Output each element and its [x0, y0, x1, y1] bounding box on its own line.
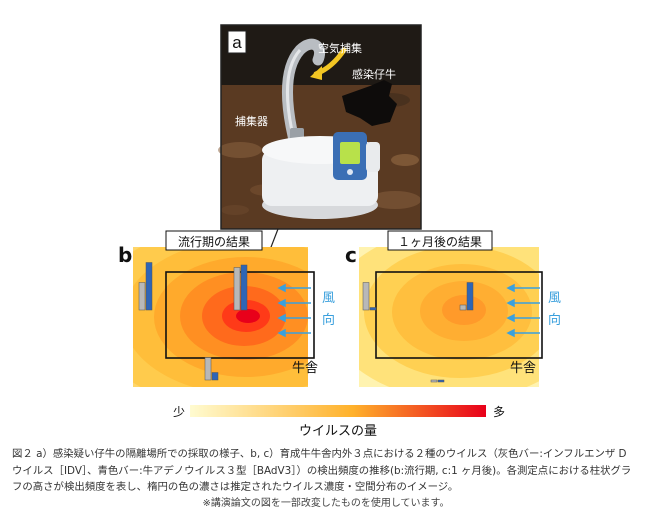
bar-panel-b-outside-west-series-0: [138, 282, 146, 311]
panel-a-photo: a 空気捕集 感染仔牛 捕集器: [218, 24, 422, 230]
panel-c-wind-arrows: [506, 283, 540, 338]
bar-panel-c-inside-center-series-0: [459, 304, 467, 311]
panel-c-letter: c: [345, 243, 357, 267]
panel-b-title: 流行期の結果: [178, 235, 250, 249]
bar-markers: [138, 262, 474, 383]
label-collector: 捕集器: [235, 114, 268, 128]
caption-text: 図２ a）感染疑い仔牛の隔離場所での採取の様子、b, c）育成牛牛舎内外３点にお…: [12, 448, 632, 493]
panel-c-barn: [375, 271, 543, 359]
panel-b-heatmap: [133, 247, 308, 387]
panel-b-letter: b: [118, 243, 132, 267]
panel-b-barn-label: 牛舎: [292, 361, 318, 376]
panel-c-heatmap: [359, 247, 539, 387]
bar-panel-c-inside-center-series-1: [466, 282, 474, 311]
legend-high-label: 多: [493, 405, 505, 419]
bar-panel-b-inside-center-series-1: [240, 264, 248, 311]
panel-a-letter: a: [232, 33, 242, 52]
panel-c-wind-label-2: 向: [548, 312, 561, 328]
panel-c-title: １ヶ月後の結果: [398, 235, 482, 249]
panel-b-wind-label-1: 風: [322, 291, 335, 306]
figure-caption: 図２ a）感染疑い仔牛の隔離場所での採取の様子、b, c）育成牛牛舎内外３点にお…: [12, 446, 640, 512]
bar-panel-b-outside-west-series-1: [145, 262, 153, 311]
label-infected-calf: 感染仔牛: [352, 67, 396, 81]
bar-panel-c-outside-west-series-1: [369, 307, 377, 311]
legend-low-label: 少: [173, 405, 185, 419]
panel-c-barn-label: 牛舎: [510, 361, 536, 376]
legend-gradient-bar: [190, 405, 486, 417]
collector-device: [262, 132, 380, 219]
label-air-capture: 空気捕集: [318, 41, 362, 55]
bar-panel-b-outside-south-series-1: [211, 372, 219, 381]
legend: 少 多 ウイルスの量: [173, 405, 505, 439]
bar-panel-b-outside-south-series-0: [204, 357, 212, 381]
caption-note: ※講演論文の図を一部改変したものを使用しています。: [202, 497, 450, 509]
panel-c: c １ヶ月後の結果 牛舎 風 向: [345, 230, 561, 387]
panel-c-wind-label-1: 風: [548, 291, 561, 306]
bar-panel-c-outside-west-series-0: [362, 282, 370, 311]
calf-silhouette: [342, 80, 397, 126]
bar-panel-b-inside-center-series-0: [233, 267, 241, 311]
panel-b: b 流行期の結果 牛舎 風 向: [118, 230, 335, 387]
panel-b-wind-arrows: [277, 283, 311, 338]
legend-title: ウイルスの量: [299, 424, 377, 439]
bar-panel-c-outside-south-series-0: [430, 379, 438, 383]
panel-b-wind-label-2: 向: [322, 312, 335, 328]
bar-panel-c-outside-south-series-1: [437, 379, 445, 383]
